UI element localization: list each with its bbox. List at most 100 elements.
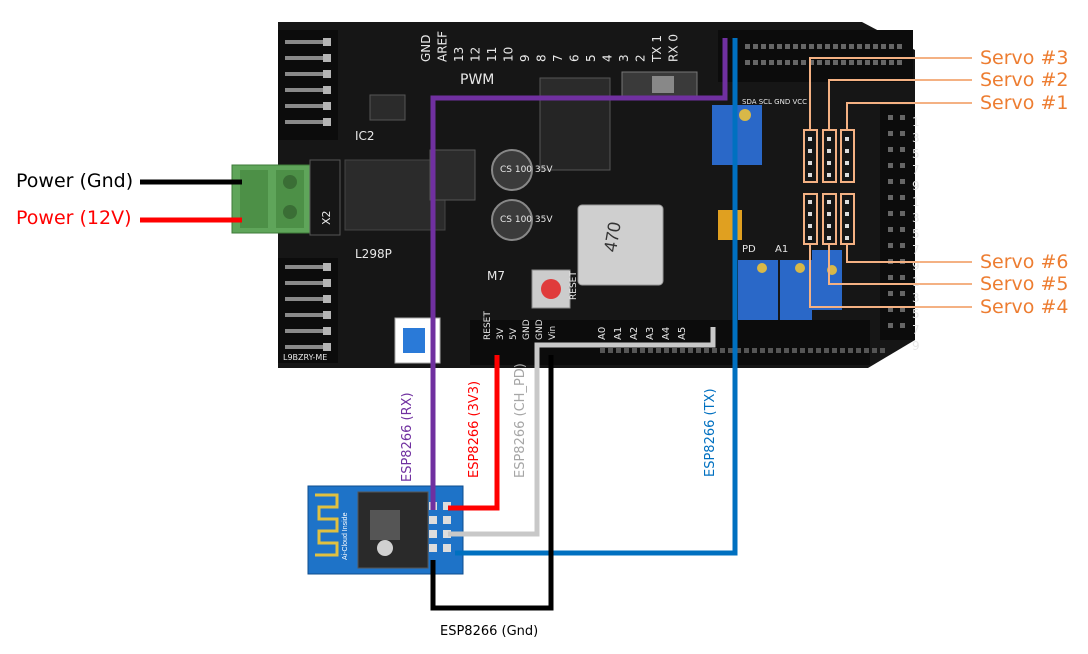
- left-header-pin: [285, 329, 323, 333]
- bottom-header-pin: [752, 348, 757, 353]
- bottom-header-pin: [856, 348, 861, 353]
- m7-label: M7: [487, 269, 505, 283]
- top-header-pin: [857, 44, 862, 49]
- right-header-pin: [900, 163, 905, 168]
- right-header-pin: [900, 291, 905, 296]
- top-header-pin: [873, 44, 878, 49]
- top-header-pin: [817, 60, 822, 65]
- bottom-header-pin: [736, 348, 741, 353]
- top-header-pin: [833, 44, 838, 49]
- right-pin-number: 9: [912, 179, 920, 193]
- rx-wire: [430, 38, 728, 510]
- top-pin-label: 11: [485, 47, 499, 62]
- bottom-header-pin: [624, 348, 629, 353]
- top-header-pin: [857, 60, 862, 65]
- power-12v-label: Power (12V): [16, 207, 132, 229]
- right-header-pin: [888, 227, 893, 232]
- top-header-pin: [801, 44, 806, 49]
- top-header-pins: [745, 44, 902, 65]
- ic2-label: IC2: [355, 129, 375, 143]
- bottom-header-pin: [864, 348, 869, 353]
- bottom-header-pin: [848, 348, 853, 353]
- top-pin-label: 7: [551, 54, 565, 62]
- right-pin-number: 5: [912, 147, 920, 161]
- esp-chpd-label: ESP8266 (CH_PD): [513, 363, 528, 478]
- left-header-pin-end: [323, 295, 331, 303]
- top-pin-label: 3: [617, 54, 631, 62]
- top-header-pin: [761, 60, 766, 65]
- left-header-pin: [285, 120, 323, 124]
- bottom-header-pin: [800, 348, 805, 353]
- pot-top-screw: [739, 109, 751, 121]
- bottom-header-pin: [672, 348, 677, 353]
- right-pin-number: 3: [912, 291, 920, 305]
- esp-pin: [443, 502, 451, 510]
- potentiometer-bottom-3: [812, 250, 842, 310]
- right-header-pin: [888, 307, 893, 312]
- bottom-header-pin: [640, 348, 645, 353]
- right-pin-number: 5: [912, 227, 920, 241]
- bottom-header-pin: [704, 348, 709, 353]
- pot-screw-1: [757, 263, 767, 273]
- servo-pin: [845, 161, 849, 165]
- bottom-header-pin: [840, 348, 845, 353]
- power-pin-label: GND: [522, 319, 532, 340]
- left-header-pin: [285, 88, 323, 92]
- left-header-pin-end: [323, 311, 331, 319]
- esp-pin: [443, 544, 451, 552]
- tantalum-cap: [718, 210, 742, 240]
- top-pin-label: 6: [568, 54, 582, 62]
- esp-pin: [443, 516, 451, 524]
- top-pin-label: 12: [469, 47, 483, 62]
- bottom-header-pin: [824, 348, 829, 353]
- right-header-pin: [888, 323, 893, 328]
- bottom-header-pin: [664, 348, 669, 353]
- reset-button: RESET: [531, 269, 579, 309]
- bottom-header-pin: [728, 348, 733, 353]
- servo-pin: [808, 149, 812, 153]
- chpd-wire: [448, 327, 716, 537]
- top-header-pin: [817, 44, 822, 49]
- top-header-pin: [785, 60, 790, 65]
- bottom-header-pin: [632, 348, 637, 353]
- servo-pin: [808, 173, 812, 177]
- right-pin-number: 9: [912, 259, 920, 273]
- servo-pin: [808, 224, 812, 228]
- top-pin-label: 13: [452, 47, 466, 62]
- servo-pin: [845, 224, 849, 228]
- right-header-pin: [888, 275, 893, 280]
- connector-block: [429, 149, 476, 201]
- top-header-pin: [777, 60, 782, 65]
- left-header-pin: [285, 297, 323, 301]
- servo-leader-lines: [809, 57, 972, 308]
- right-header-pin: [888, 163, 893, 168]
- capacitor-1: CS 100 35V: [491, 149, 553, 191]
- slide-switch-knob: [652, 76, 674, 93]
- bottom-header-pin: [696, 348, 701, 353]
- top-pin-label: TX 1: [650, 35, 664, 63]
- esp-3v3-label: ESP8266 (3V3): [467, 380, 482, 478]
- right-header-pin: [900, 227, 905, 232]
- top-header-pin: [849, 44, 854, 49]
- servo-3-label: Servo #3: [980, 47, 1069, 69]
- servo-pin: [808, 212, 812, 216]
- servo-pin: [808, 137, 812, 141]
- servo-pin: [808, 161, 812, 165]
- servo-pin: [845, 200, 849, 204]
- esp-pin: [429, 516, 437, 524]
- bottom-header-pins: [600, 348, 885, 353]
- right-pin-number: 7: [912, 163, 920, 177]
- top-header-pin: [745, 44, 750, 49]
- right-header-pin: [888, 291, 893, 296]
- esp8266-module: Ai-Cloud Inside: [307, 485, 464, 575]
- servo-pin: [827, 161, 831, 165]
- ic-small-1: [369, 94, 406, 121]
- capacitor-1-label: CS 100 35V: [500, 165, 553, 175]
- bottom-header-pin: [880, 348, 885, 353]
- bottom-header-pin: [776, 348, 781, 353]
- top-pin-label: 2: [634, 54, 648, 62]
- capacitor-2-label: CS 100 35V: [500, 215, 553, 225]
